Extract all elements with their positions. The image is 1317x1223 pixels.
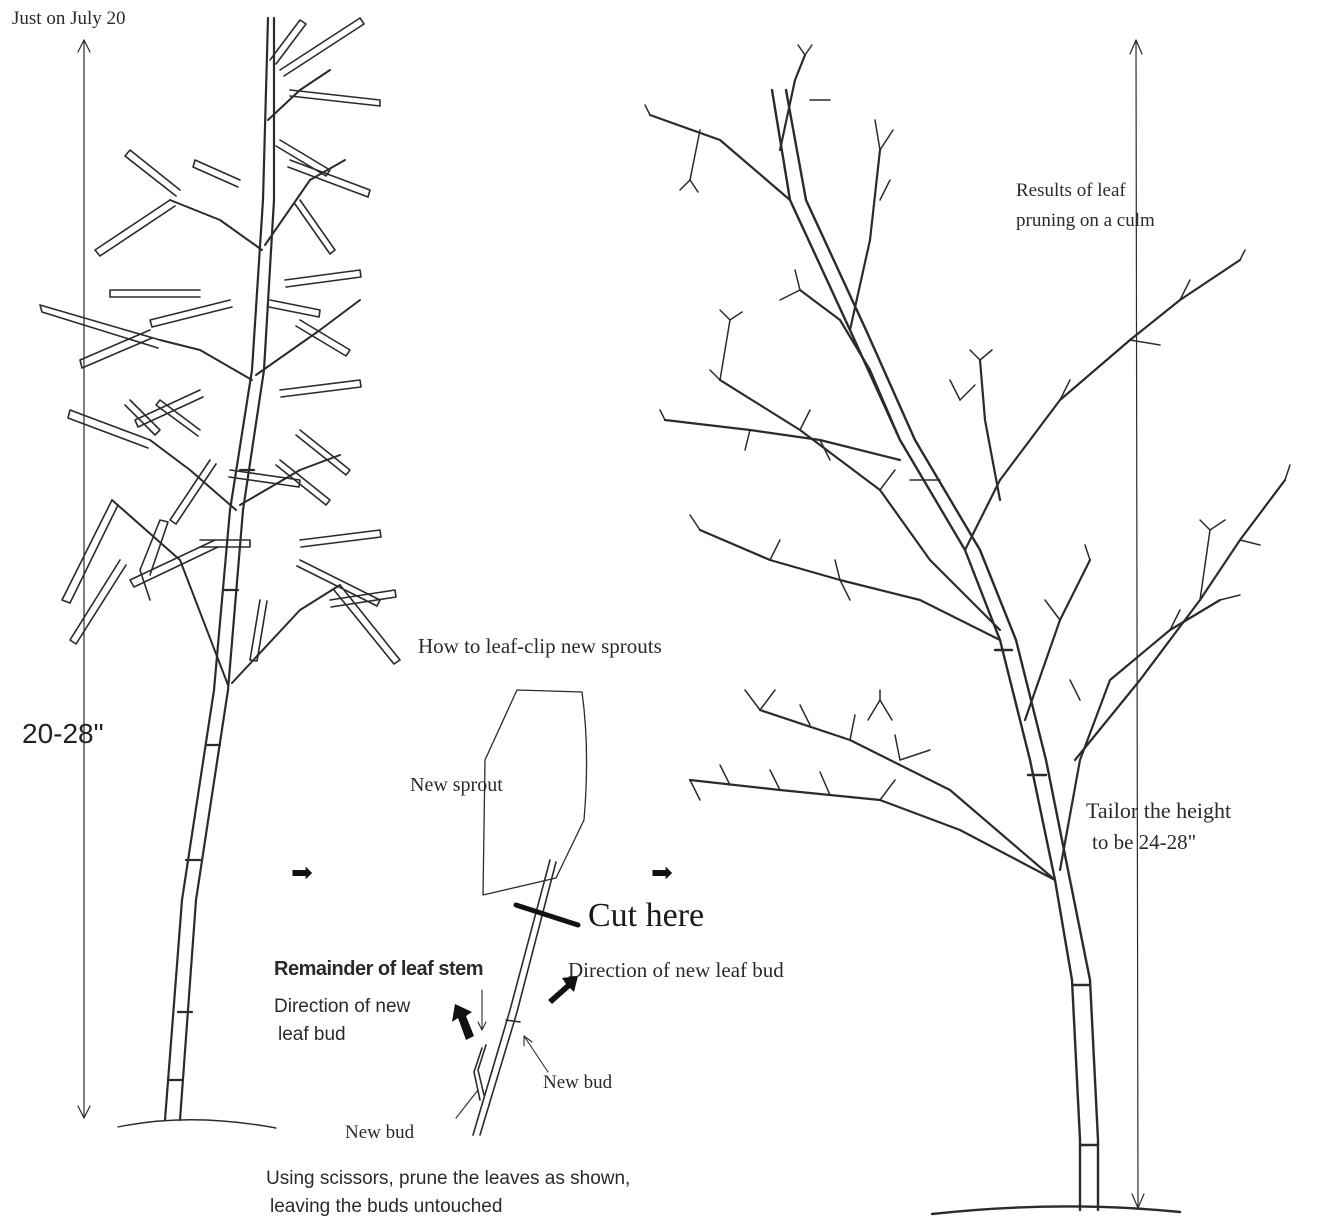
right-ground <box>932 1206 1180 1214</box>
date-label: Just on July 20 <box>12 8 126 30</box>
direction-left-line2: leaf bud <box>278 1024 346 1046</box>
middle-sprout <box>452 690 587 1135</box>
left-culm <box>165 18 274 1120</box>
new-sprout-label: New sprout <box>410 774 503 797</box>
cut-here-label: Cut here <box>588 896 704 935</box>
step-arrow-icon: ➡ <box>651 858 673 888</box>
left-height-dimension <box>78 40 90 1118</box>
tailor-line2: to be 24-28" <box>1092 830 1196 854</box>
pointer-arrows <box>456 990 548 1118</box>
tailor-line1: Tailor the height <box>1086 798 1231 823</box>
how-to-title: How to leaf-clip new sprouts <box>418 634 662 658</box>
step-arrow-icon: ➡ <box>291 858 313 888</box>
bud-direction-arrows <box>452 976 578 1040</box>
new-bud-right-label: New bud <box>543 1072 612 1094</box>
results-line1: Results of leaf <box>1016 180 1126 202</box>
new-bud-left-label: New bud <box>345 1122 414 1144</box>
using-scissors-line1: Using scissors, prune the leaves as show… <box>266 1168 630 1190</box>
cut-line <box>516 905 578 925</box>
results-line2: pruning on a culm <box>1016 210 1155 232</box>
left-ground <box>118 1120 276 1128</box>
height-left-label: 20-28" <box>22 718 104 750</box>
direction-left-line1: Direction of new <box>274 996 410 1018</box>
right-plant <box>645 40 1290 1214</box>
remainder-label: Remainder of leaf stem <box>274 958 483 981</box>
direction-right-label: Direction of new leaf bud <box>568 958 784 982</box>
left-leaves <box>40 18 400 664</box>
using-scissors-line2: leaving the buds untouched <box>270 1196 502 1218</box>
right-branches <box>650 55 1285 880</box>
